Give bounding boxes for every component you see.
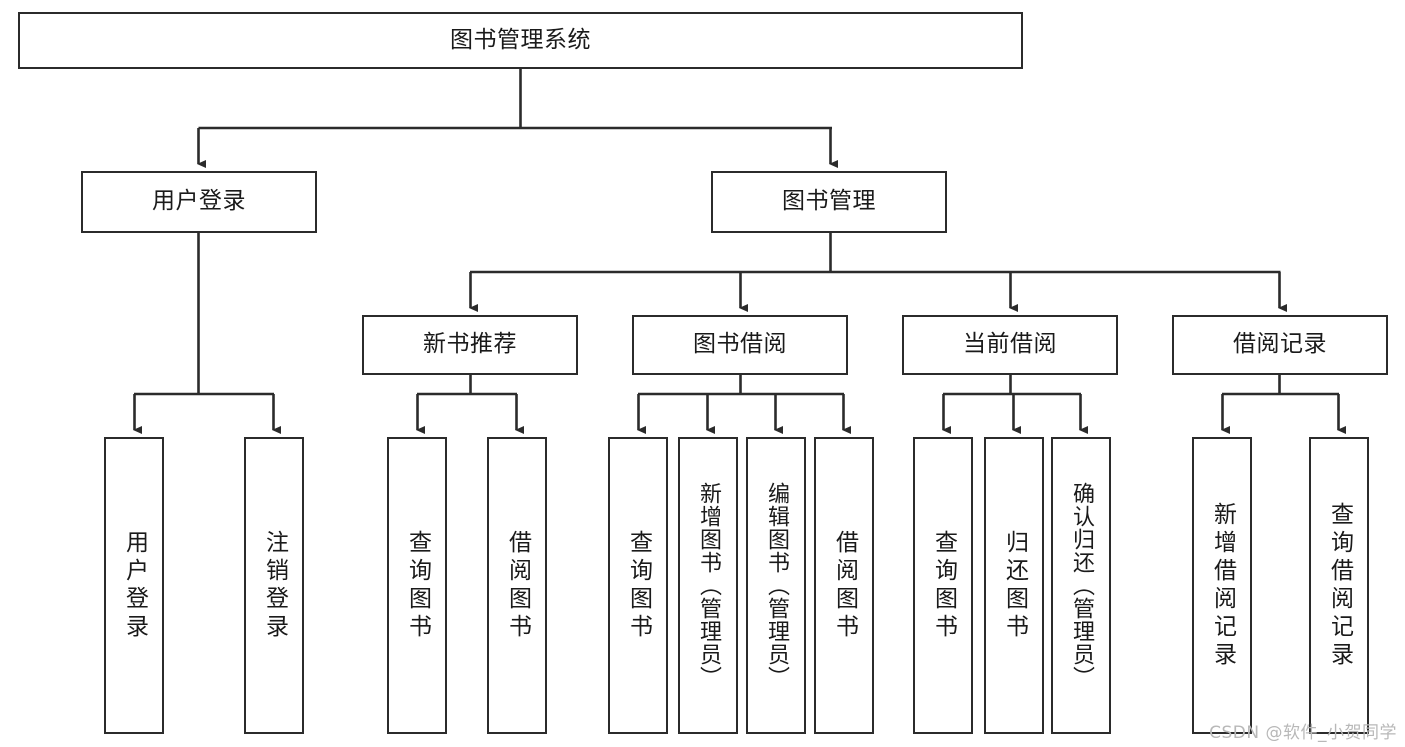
node-leaf-confirm-return-label: 确认归还（管理员） xyxy=(1069,482,1094,689)
node-leaf-query-record-label: 查询借阅记录 xyxy=(1326,501,1353,670)
node-leaf-logout-login[interactable]: 注销登录 xyxy=(244,437,304,734)
node-new-book-recommend[interactable]: 新书推荐 xyxy=(362,315,578,375)
node-leaf-query-book-1[interactable]: 查询图书 xyxy=(387,437,447,734)
node-leaf-return-book[interactable]: 归还图书 xyxy=(984,437,1044,734)
node-borrow-record[interactable]: 借阅记录 xyxy=(1172,315,1388,375)
node-book-borrow[interactable]: 图书借阅 xyxy=(632,315,848,375)
edge-group-book-manage xyxy=(469,233,1287,312)
edge-group-root xyxy=(197,69,838,168)
node-leaf-confirm-return[interactable]: 确认归还（管理员） xyxy=(1051,437,1111,734)
node-book-manage[interactable]: 图书管理 xyxy=(711,171,947,233)
node-book-borrow-label: 图书借阅 xyxy=(693,331,787,358)
node-leaf-query-book-3[interactable]: 查询图书 xyxy=(913,437,973,734)
watermark-text: CSDN @软件_小贺同学 xyxy=(1209,723,1397,743)
node-leaf-add-book[interactable]: 新增图书（管理员） xyxy=(678,437,738,734)
node-user-login[interactable]: 用户登录 xyxy=(81,171,317,233)
node-root[interactable]: 图书管理系统 xyxy=(18,12,1023,69)
node-leaf-borrow-book-2[interactable]: 借阅图书 xyxy=(814,437,874,734)
node-leaf-query-book-3-label: 查询图书 xyxy=(930,529,957,642)
node-leaf-add-book-label: 新增图书（管理员） xyxy=(696,482,721,689)
node-leaf-borrow-book-1-label: 借阅图书 xyxy=(504,529,531,642)
node-leaf-edit-book-label: 编辑图书（管理员） xyxy=(764,482,789,689)
node-leaf-borrow-book-2-label: 借阅图书 xyxy=(831,529,858,642)
edge-group-new-book-recommend xyxy=(416,375,524,434)
node-current-borrow[interactable]: 当前借阅 xyxy=(902,315,1118,375)
edge-group-current-borrow xyxy=(942,375,1088,434)
node-leaf-user-login-label: 用户登录 xyxy=(121,529,148,642)
node-user-login-label: 用户登录 xyxy=(152,188,246,215)
node-current-borrow-label: 当前借阅 xyxy=(963,331,1057,358)
node-leaf-edit-book[interactable]: 编辑图书（管理员） xyxy=(746,437,806,734)
edge-group-book-borrow xyxy=(637,375,851,434)
node-new-book-recommend-label: 新书推荐 xyxy=(423,331,517,358)
edge-group-user-login xyxy=(133,233,281,434)
node-leaf-add-record-label: 新增借阅记录 xyxy=(1209,501,1236,670)
node-borrow-record-label: 借阅记录 xyxy=(1233,331,1327,358)
node-leaf-query-book-1-label: 查询图书 xyxy=(404,529,431,642)
node-leaf-logout-login-label: 注销登录 xyxy=(261,529,288,642)
node-leaf-add-record[interactable]: 新增借阅记录 xyxy=(1192,437,1252,734)
node-leaf-user-login[interactable]: 用户登录 xyxy=(104,437,164,734)
node-leaf-borrow-book-1[interactable]: 借阅图书 xyxy=(487,437,547,734)
node-leaf-query-book-2-label: 查询图书 xyxy=(625,529,652,642)
node-leaf-query-record[interactable]: 查询借阅记录 xyxy=(1309,437,1369,734)
node-root-label: 图书管理系统 xyxy=(450,26,591,53)
node-leaf-return-book-label: 归还图书 xyxy=(1001,529,1028,642)
edge-group-borrow-record xyxy=(1221,375,1346,434)
node-leaf-query-book-2[interactable]: 查询图书 xyxy=(608,437,668,734)
node-book-manage-label: 图书管理 xyxy=(782,188,876,215)
